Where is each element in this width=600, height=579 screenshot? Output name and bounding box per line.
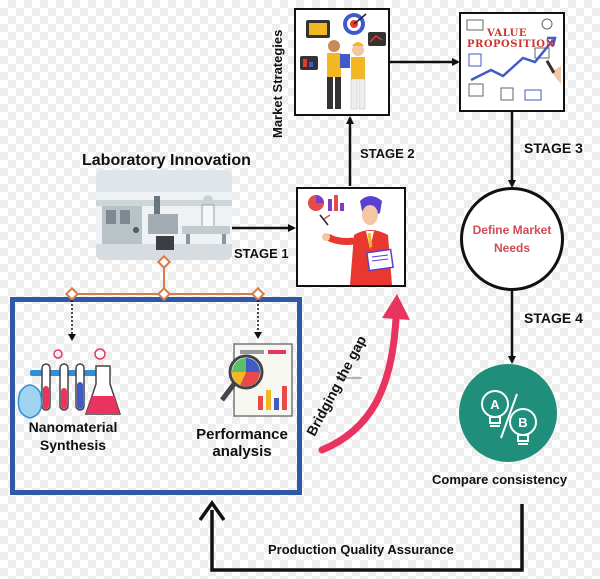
arrow-production-loop-head bbox=[198, 499, 226, 522]
bulb-b-letter: B bbox=[518, 415, 527, 430]
define-market-needs-text: Define Market Needs bbox=[472, 223, 552, 255]
value-proposition-panel: VALUE PROPOSITION bbox=[459, 12, 565, 112]
presenter-icon bbox=[298, 189, 404, 285]
ab-bulbs-icon: A B bbox=[481, 390, 537, 445]
stage1-label: STAGE 1 bbox=[234, 246, 289, 261]
lab-icon bbox=[96, 170, 232, 260]
presenter-panel bbox=[296, 187, 406, 287]
nanomaterial-synthesis-label: Nanomaterial Synthesis bbox=[28, 419, 118, 453]
performance-analysis-label: Performance analysis bbox=[196, 426, 288, 460]
stage2-label: STAGE 2 bbox=[360, 146, 415, 161]
lab-photo bbox=[96, 170, 232, 260]
arrow-production-loop bbox=[210, 504, 524, 572]
define-market-needs-circle: Define Market Needs bbox=[460, 187, 564, 291]
test-tubes-flask-icon bbox=[16, 344, 126, 424]
stage4-label: STAGE 4 bbox=[524, 310, 583, 326]
lab-title: Laboratory Innovation bbox=[82, 152, 251, 169]
stage3-label: STAGE 3 bbox=[524, 140, 583, 156]
value-proposition-text: VALUE PROPOSITION bbox=[467, 28, 556, 50]
market-strategies-panel bbox=[294, 8, 390, 116]
compare-consistency-label: Compare consistency bbox=[432, 472, 568, 487]
bulb-a-letter: A bbox=[490, 397, 500, 412]
compare-consistency-circle: A B bbox=[459, 364, 557, 462]
business-team-target-icon bbox=[296, 10, 388, 114]
synthesis-analysis-box bbox=[10, 297, 302, 495]
production-qa-label: Production Quality Assurance bbox=[268, 542, 454, 557]
value-proposition-sketch-icon bbox=[461, 14, 563, 110]
magnifier-report-icon bbox=[218, 342, 298, 420]
